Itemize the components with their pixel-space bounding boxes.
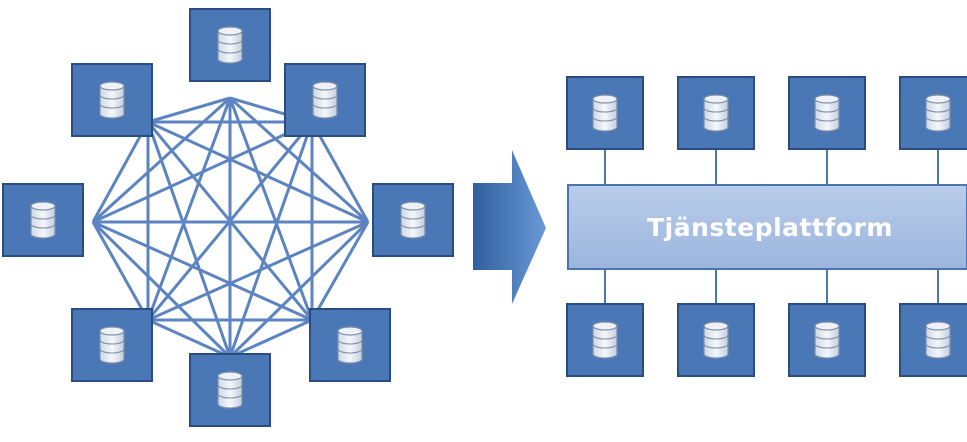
platform-nodes (566, 76, 967, 377)
database-node (309, 308, 391, 382)
mesh-link (310, 121, 370, 223)
mesh-link (146, 97, 232, 321)
database-node-bottom (677, 303, 755, 377)
database-icon (925, 94, 951, 132)
mesh-link (147, 120, 369, 224)
database-icon (814, 321, 840, 359)
database-node (71, 308, 153, 382)
mesh-link (91, 221, 150, 321)
mesh-link (228, 121, 314, 358)
mesh-connections (91, 96, 370, 359)
service-platform-bar (567, 184, 967, 270)
database-icon (30, 201, 56, 239)
mesh-link (310, 221, 370, 321)
database-icon (925, 321, 951, 359)
service-platform-label: Tjänsteplattform (647, 213, 893, 242)
database-node-bottom (566, 303, 644, 377)
mesh-link (229, 318, 313, 359)
database-icon (592, 321, 618, 359)
database-node (71, 63, 153, 137)
transition-arrow-icon (473, 150, 546, 304)
mesh-link (91, 220, 232, 359)
database-node (189, 353, 271, 427)
database-icon (217, 26, 243, 64)
mesh-link (147, 318, 231, 359)
mesh-link (228, 220, 370, 359)
mesh-link (147, 96, 231, 124)
database-icon (217, 371, 243, 409)
database-icon (99, 81, 125, 119)
mesh-link (146, 121, 314, 321)
mesh-nodes (2, 8, 454, 427)
mesh-link (146, 121, 232, 358)
database-icon (814, 94, 840, 132)
database-icon (312, 81, 338, 119)
database-node-bottom (788, 303, 866, 377)
database-icon (703, 94, 729, 132)
mesh-link (92, 120, 313, 224)
database-node (284, 63, 366, 137)
database-node (2, 183, 84, 257)
database-icon (337, 326, 363, 364)
mesh-link (228, 97, 314, 321)
database-node (189, 8, 271, 82)
database-icon (400, 201, 426, 239)
mesh-link (92, 220, 313, 322)
platform-connectors (604, 149, 939, 304)
database-node-top (899, 76, 967, 150)
database-icon (703, 321, 729, 359)
database-icon (592, 94, 618, 132)
mesh-link (147, 220, 369, 322)
database-node-top (566, 76, 644, 150)
database-icon (99, 326, 125, 364)
database-node-top (788, 76, 866, 150)
mesh-link (91, 121, 150, 223)
database-node-top (677, 76, 755, 150)
database-node (372, 183, 454, 257)
database-node-bottom (899, 303, 967, 377)
